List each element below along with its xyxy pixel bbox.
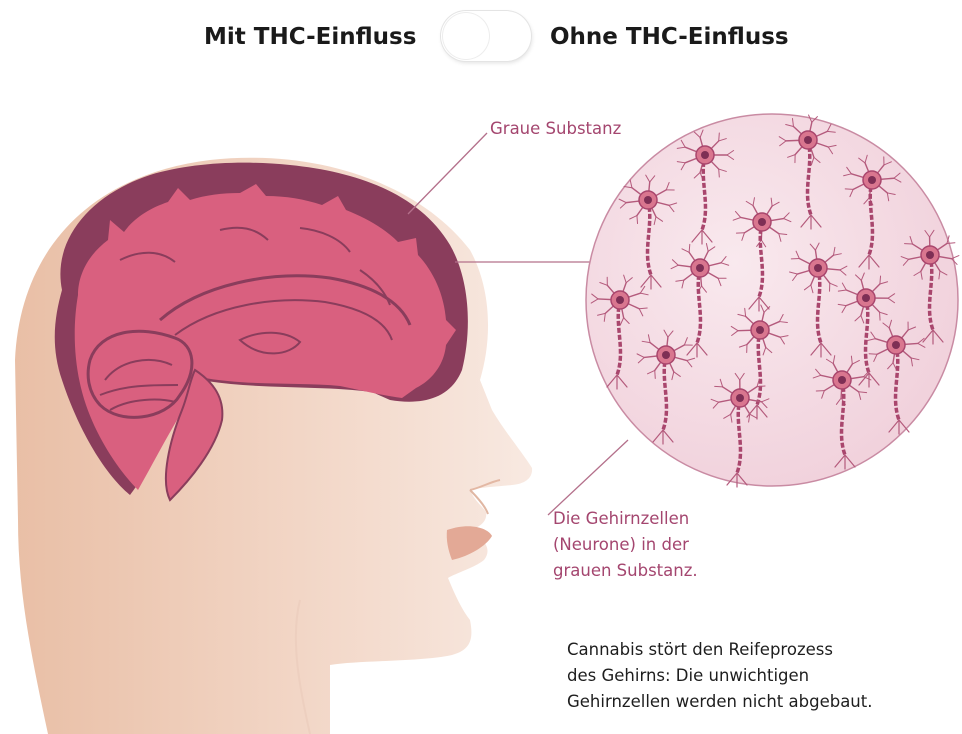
caption-line-2: des Gehirns: Die unwichtigen — [567, 663, 872, 689]
toggle-knob[interactable] — [443, 13, 489, 59]
neurons-label-line-1: Die Gehirnzellen — [553, 506, 698, 532]
brain-illustration — [0, 80, 962, 734]
grey-matter-label: Graue Substanz — [490, 116, 621, 142]
caption-line-3: Gehirnzellen werden nicht abgebaut. — [567, 689, 872, 715]
neurons-label-line-3: grauen Substanz. — [553, 558, 698, 584]
neurons-label: Die Gehirnzellen (Neurone) in der grauen… — [553, 506, 698, 584]
caption-text: Cannabis stört den Reifeprozess des Gehi… — [567, 637, 872, 715]
with-thc-label[interactable]: Mit THC-Einfluss — [204, 24, 416, 50]
without-thc-label[interactable]: Ohne THC-Einfluss — [550, 24, 789, 50]
neurons-leader — [548, 440, 628, 515]
zoom-circle — [586, 114, 958, 486]
neurons-label-line-2: (Neurone) in der — [553, 532, 698, 558]
thc-toggle-bar: Mit THC-Einfluss Ohne THC-Einfluss — [0, 0, 962, 80]
caption-line-1: Cannabis stört den Reifeprozess — [567, 637, 872, 663]
grey-matter-leader — [408, 133, 487, 214]
thc-toggle-switch[interactable] — [441, 11, 531, 61]
